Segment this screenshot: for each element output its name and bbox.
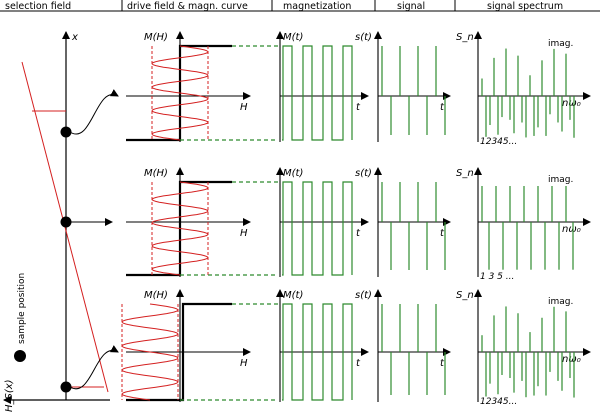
- st-label: s(t): [355, 290, 372, 301]
- curly-arrow-bottom: [69, 345, 119, 390]
- n-omega-label: nω₀: [562, 354, 581, 365]
- magnetization-panel: M(t) t: [276, 289, 369, 402]
- magnetization-square-wave: [282, 303, 353, 401]
- header-drive-field: drive field & magn. curve: [127, 1, 248, 12]
- magnetization-square-wave: [282, 45, 353, 141]
- st-t-label: t: [440, 228, 445, 239]
- header-selection-field: selection field: [5, 1, 71, 12]
- mt-t-label: t: [356, 358, 361, 369]
- spectrum-panel: S_n nω₀ imag. 12345...: [456, 289, 591, 407]
- mt-t-label: t: [356, 228, 361, 239]
- mt-t-label: t: [356, 102, 361, 113]
- drive-field-sinusoid: [121, 303, 179, 401]
- sample-position-label: sample position: [17, 273, 27, 344]
- signal-panel: s(t) t: [355, 167, 451, 277]
- header-signal-spectrum: signal spectrum: [487, 1, 563, 12]
- h-label: H: [240, 102, 248, 113]
- sample-position-legend-dot: [14, 350, 26, 362]
- n-omega-label: nω₀: [562, 98, 581, 109]
- mh-label: M(H): [144, 168, 168, 179]
- drive-field-panel: M(H) H: [121, 289, 278, 402]
- drive-field-sinusoid: [151, 181, 209, 276]
- header-signal: signal: [397, 1, 425, 12]
- magnetization-panel: M(t) t: [276, 167, 369, 277]
- magnetization-square-wave: [282, 181, 353, 276]
- mt-label: M(t): [283, 290, 303, 301]
- st-label: s(t): [355, 168, 372, 179]
- sample-dot-bottom: [60, 381, 72, 393]
- mt-label: M(t): [283, 168, 303, 179]
- sn-label: S_n: [456, 32, 474, 43]
- sn-label: S_n: [456, 290, 474, 301]
- rows-container: M(H)HM(t)ts(t)tS_nnω₀imag.12345...M(H)HM…: [121, 31, 591, 407]
- spectrum-panel: S_n nω₀ imag. 1 3 5 ...: [456, 167, 591, 282]
- harmonics-label: 1 3 5 ...: [480, 272, 514, 282]
- n-omega-label: nω₀: [562, 224, 581, 235]
- mh-label: M(H): [144, 290, 168, 301]
- row-2: M(H) H M(t) t s(t) t S_n nω₀ imag. 1 3 5 ...: [126, 167, 591, 282]
- magnetization-panel: M(t) t: [276, 31, 369, 142]
- curly-arrow-top: [69, 89, 119, 135]
- sn-label: S_n: [456, 168, 474, 179]
- sample-dot-top: [60, 126, 72, 138]
- x-axis-label: x: [71, 32, 78, 43]
- selection-field-column: x H_S(x) sample position: [3, 31, 119, 412]
- row-3: M(H) H M(t) t s(t) t S_n nω₀ imag. 12345...: [121, 289, 591, 407]
- h-label: H: [240, 358, 248, 369]
- imag-label: imag.: [548, 39, 573, 49]
- magnetization-curve: [126, 302, 232, 402]
- h-label: H: [240, 228, 248, 239]
- spectrum-panel: S_n nω₀ imag. 12345...: [456, 31, 591, 147]
- header-magnetization: magnetization: [283, 1, 351, 12]
- mh-label: M(H): [144, 32, 168, 43]
- drive-field-panel: M(H) H: [126, 167, 278, 277]
- st-t-label: t: [440, 358, 445, 369]
- drive-field-panel: M(H) H: [126, 31, 278, 142]
- drive-field-sinusoid: [151, 45, 209, 141]
- harmonics-label: 12345...: [480, 137, 517, 147]
- row-1: M(H) H M(t) t s(t) t S_n nω₀ imag. 12345...: [126, 31, 591, 147]
- signal-panel: s(t) t: [355, 31, 451, 142]
- signal-panel: s(t) t: [355, 289, 451, 402]
- imag-label: imag.: [548, 297, 573, 307]
- harmonics-label: 12345...: [480, 397, 517, 407]
- mt-label: M(t): [283, 32, 303, 43]
- hs-axis-label: H_S(x): [4, 379, 15, 412]
- st-label: s(t): [355, 32, 372, 43]
- imag-label: imag.: [548, 175, 573, 185]
- st-t-label: t: [440, 102, 445, 113]
